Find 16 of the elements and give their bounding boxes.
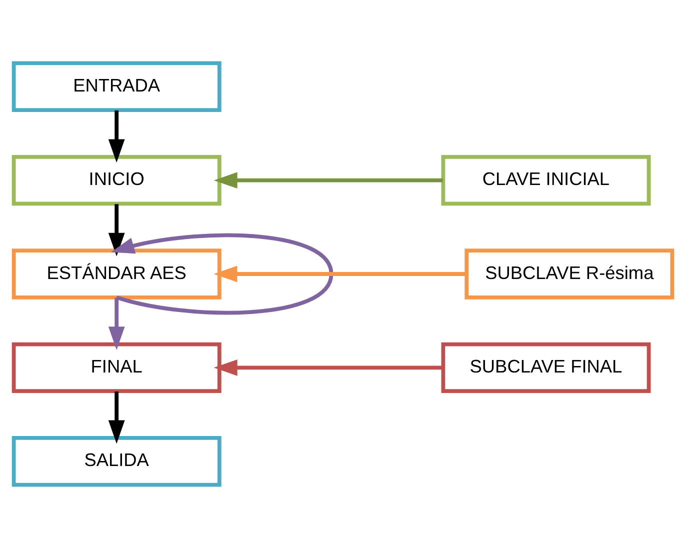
node-box: CLAVE INICIAL	[441, 154, 651, 206]
arrow	[108, 391, 125, 444]
node-box: SUBCLAVE FINAL	[441, 342, 651, 393]
arrow	[214, 358, 443, 376]
arrow	[108, 110, 125, 162]
arrow	[214, 172, 443, 188]
arrow	[108, 204, 125, 256]
arrow	[108, 297, 125, 350]
node-box: ESTÁNDAR AES	[12, 248, 222, 299]
node-box: FINAL	[12, 342, 222, 393]
arrow	[214, 265, 467, 282]
node-box: INICIO	[12, 154, 222, 206]
node-box: SALIDA	[12, 436, 222, 486]
arrow	[110, 232, 334, 314]
node-box: SUBCLAVE R-ésima	[464, 248, 674, 299]
node-box: ENTRADA	[12, 60, 222, 112]
